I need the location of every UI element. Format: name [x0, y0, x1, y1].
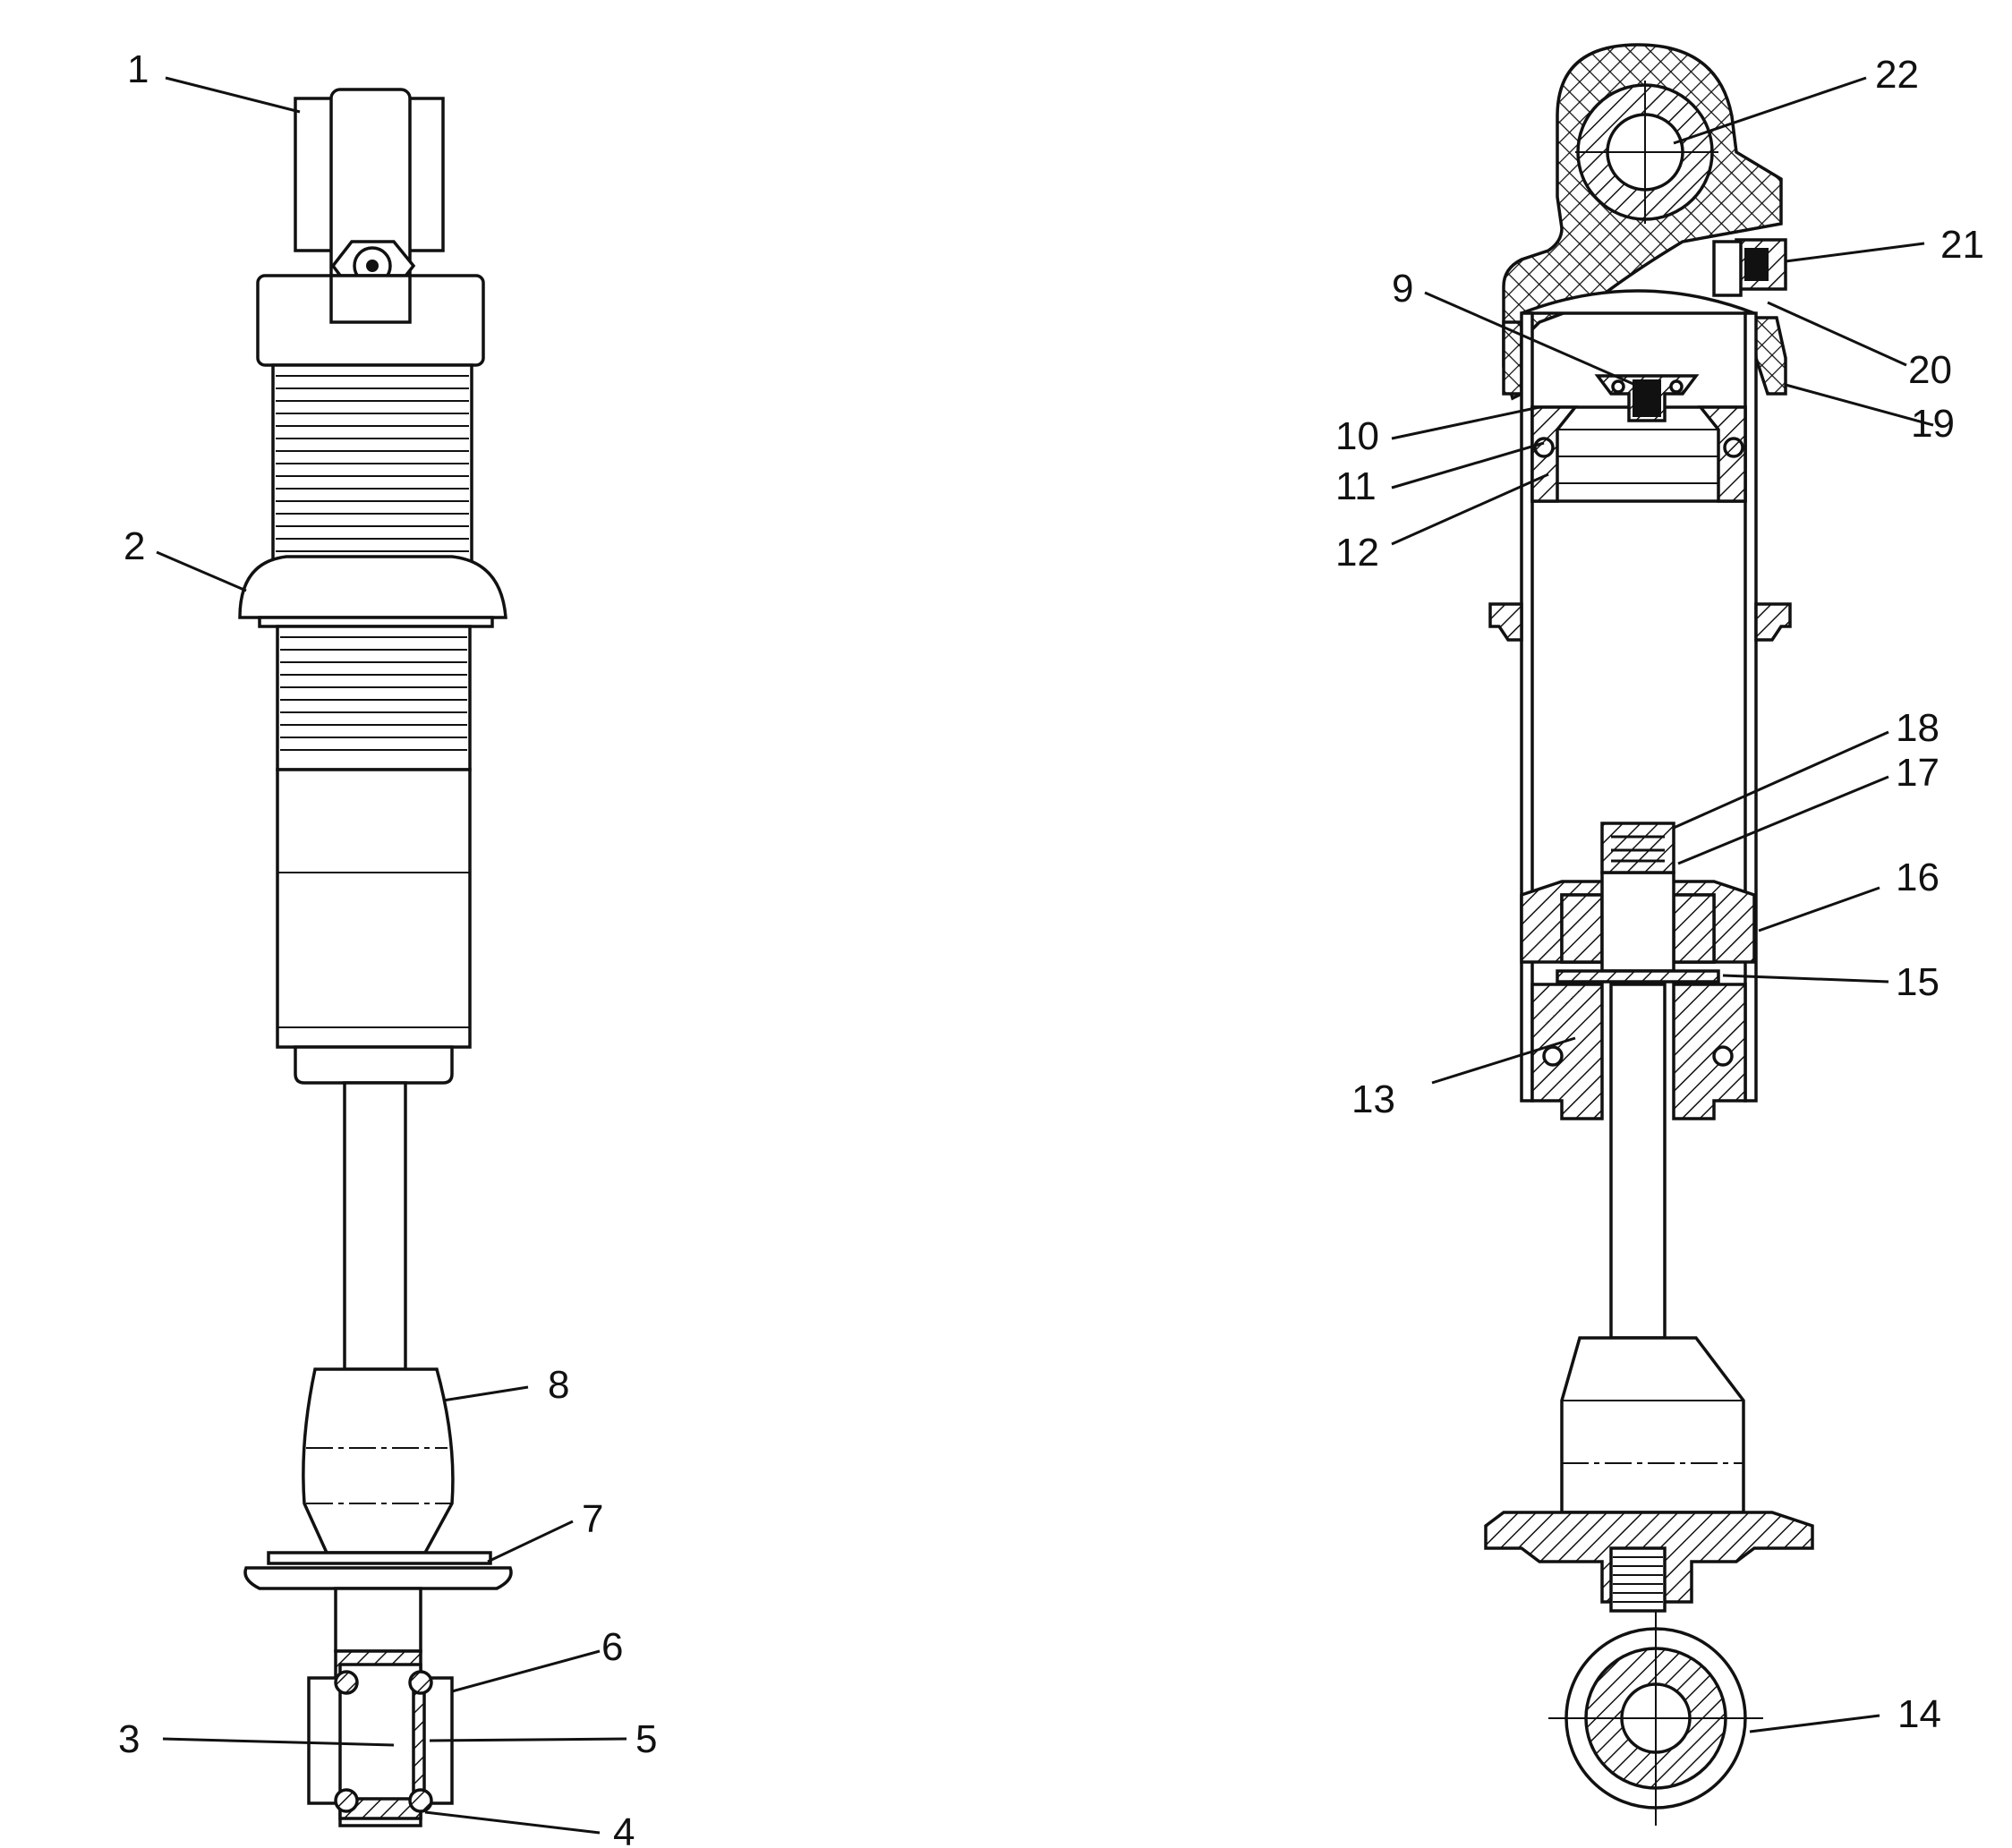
cylinder-wall-left: [1520, 311, 1534, 1103]
piston-washer: [1556, 969, 1720, 984]
callout-20: 20: [1908, 348, 1952, 392]
callout-15: 15: [1896, 960, 1940, 1004]
oring-tl: [334, 1670, 359, 1695]
callout-2: 2: [124, 524, 145, 568]
callout-6: 6: [601, 1625, 623, 1669]
retainer-top: [267, 1551, 492, 1565]
oring-bl: [334, 1788, 359, 1813]
callout-16: 16: [1896, 856, 1940, 899]
bump-stop: [302, 1367, 455, 1554]
callout-19: 19: [1911, 402, 1955, 446]
body-bottom-cap: [294, 1045, 454, 1085]
piston-nut: [1600, 822, 1675, 874]
callout-11: 11: [1335, 464, 1377, 508]
body-sleeve: [1752, 316, 1787, 396]
top-dome: [1521, 289, 1755, 315]
callout-4: 4: [613, 1810, 635, 1848]
callout-1: 1: [127, 47, 149, 91]
callout-21: 21: [1940, 223, 1984, 267]
mid-flange-left: [1488, 602, 1523, 642]
callout-22: 22: [1875, 53, 1919, 97]
callout-labels: 1 2 3 4 5 6 7 8 9 10 11 12 13 14 15 16 1…: [118, 47, 1984, 1848]
lower-bump-stop: [1560, 1336, 1745, 1514]
piston-rod-top: [1600, 871, 1675, 973]
callout-13: 13: [1351, 1077, 1395, 1121]
spring-collar: [238, 555, 507, 619]
thread-lines-lower: [280, 636, 467, 751]
shock-body-smooth: [276, 768, 472, 1049]
callout-17: 17: [1896, 751, 1940, 795]
thread-lines-upper: [276, 375, 469, 552]
cylinder-wall-right: [1743, 311, 1758, 1103]
seal-head-left: [1530, 983, 1604, 1120]
callout-18: 18: [1896, 706, 1940, 750]
callout-3: 3: [118, 1717, 140, 1761]
left-shock-exterior: [238, 88, 513, 1827]
callout-8: 8: [548, 1363, 569, 1407]
threaded-body-lower: [276, 625, 472, 771]
piston-shaft: [343, 1081, 407, 1371]
callout-12: 12: [1335, 531, 1379, 575]
top-eye-head: [1502, 43, 1783, 401]
lower-neck: [334, 1587, 422, 1653]
lower-shaft: [1609, 983, 1667, 1340]
callout-14: 14: [1897, 1692, 1941, 1736]
leader-lines: [156, 76, 1934, 1835]
callout-10: 10: [1335, 414, 1379, 458]
callout-7: 7: [582, 1497, 603, 1541]
callout-9: 9: [1392, 267, 1413, 311]
piston-wall-right: [1697, 405, 1747, 503]
right-shock-cutaway: [1484, 43, 1814, 1826]
eyelet-neck: [329, 274, 412, 324]
spring-retainer: [243, 1566, 513, 1590]
seal-head-right: [1672, 983, 1747, 1120]
oring-tr: [408, 1670, 433, 1695]
oring-br: [408, 1788, 433, 1813]
mid-flange-right: [1754, 602, 1792, 642]
lower-sleeve-wall: [412, 1681, 426, 1801]
callout-5: 5: [635, 1717, 657, 1761]
